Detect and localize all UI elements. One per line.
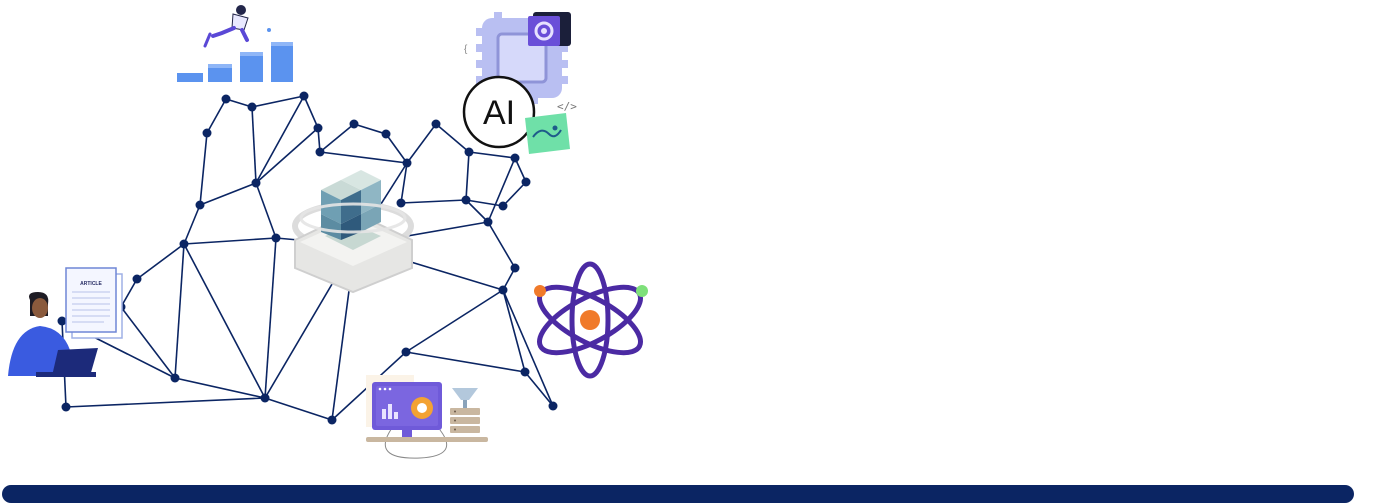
network-edge <box>319 123 355 153</box>
network-node <box>251 178 261 188</box>
network-edge <box>183 243 266 399</box>
bottom-bar <box>2 485 1354 503</box>
code-symbol-icon: </> <box>557 100 577 113</box>
network-node <box>179 239 189 249</box>
network-node <box>548 401 558 411</box>
server-stack-icon <box>450 388 480 433</box>
network-edge <box>353 123 387 135</box>
network-edge <box>465 199 489 223</box>
network-node <box>260 393 270 403</box>
network-node <box>521 177 531 187</box>
network-edge <box>120 278 138 308</box>
network-node <box>483 217 493 227</box>
network-edge <box>255 95 305 184</box>
network-edge <box>502 289 526 373</box>
network-node <box>520 367 530 377</box>
network-edge <box>303 95 319 129</box>
network-edge <box>385 133 408 164</box>
gear-icon <box>528 12 571 46</box>
ai-badge-icon: AI <box>462 75 536 149</box>
network-edge <box>120 306 176 379</box>
network-edge <box>405 289 504 353</box>
data-cube-icon <box>292 170 414 294</box>
network-node <box>61 402 71 412</box>
dashboard-monitor-icon <box>366 375 488 459</box>
network-edge <box>183 237 277 245</box>
network-node <box>132 274 142 284</box>
network-node <box>510 153 520 163</box>
network-edge <box>400 199 467 204</box>
network-edge <box>502 181 527 207</box>
network-edge <box>255 182 277 239</box>
network-edge <box>264 397 333 421</box>
network-edge <box>435 123 470 153</box>
network-node <box>315 147 325 157</box>
network-edge <box>174 377 266 399</box>
network-edge <box>183 204 201 245</box>
network-node <box>195 200 205 210</box>
network-node <box>396 198 406 208</box>
atom-icon <box>534 261 648 379</box>
network-edge <box>264 237 277 399</box>
network-node <box>402 158 412 168</box>
network-edge <box>487 221 516 269</box>
network-node <box>202 128 212 138</box>
growth-staircase-icon <box>177 5 293 82</box>
network-edge <box>174 243 185 379</box>
network-edge <box>251 95 305 108</box>
network-node <box>313 123 323 133</box>
chart-card-icon <box>525 113 570 154</box>
network-edge <box>468 151 516 159</box>
network-edge <box>255 127 319 184</box>
network-edge <box>524 371 554 407</box>
network-nodes <box>57 91 558 425</box>
svg-text:{: { <box>464 44 468 55</box>
network-node <box>510 263 520 273</box>
network-node <box>464 147 474 157</box>
network-node <box>221 94 231 104</box>
network-edge <box>465 151 470 201</box>
network-node <box>247 102 257 112</box>
network-node <box>431 119 441 129</box>
network-edge <box>199 132 208 206</box>
network-node <box>271 233 281 243</box>
network-edge <box>405 351 526 373</box>
network-node <box>461 195 471 205</box>
network-edge <box>206 98 227 134</box>
person-laptop-icon <box>8 292 98 377</box>
network-node <box>170 373 180 383</box>
network-edge <box>487 157 516 223</box>
network-edge <box>65 397 266 408</box>
network-node <box>401 347 411 357</box>
network-edge <box>502 289 554 407</box>
network-node <box>299 91 309 101</box>
network-node <box>498 201 508 211</box>
network-edge <box>225 98 253 108</box>
network-edge <box>199 182 257 206</box>
network-edge <box>136 243 185 280</box>
network-node <box>498 285 508 295</box>
network-edge <box>400 162 408 204</box>
network-edge <box>319 151 408 164</box>
network-edge <box>465 199 504 207</box>
svg-text:ARTICLE: ARTICLE <box>80 281 102 287</box>
network-node <box>381 129 391 139</box>
network-node <box>57 316 67 326</box>
network-node <box>327 415 337 425</box>
network-edge <box>251 106 257 184</box>
svg-text:AI: AI <box>483 94 515 132</box>
network-node <box>349 119 359 129</box>
network-edge <box>406 123 437 164</box>
article-document-icon: ARTICLE <box>65 267 123 339</box>
